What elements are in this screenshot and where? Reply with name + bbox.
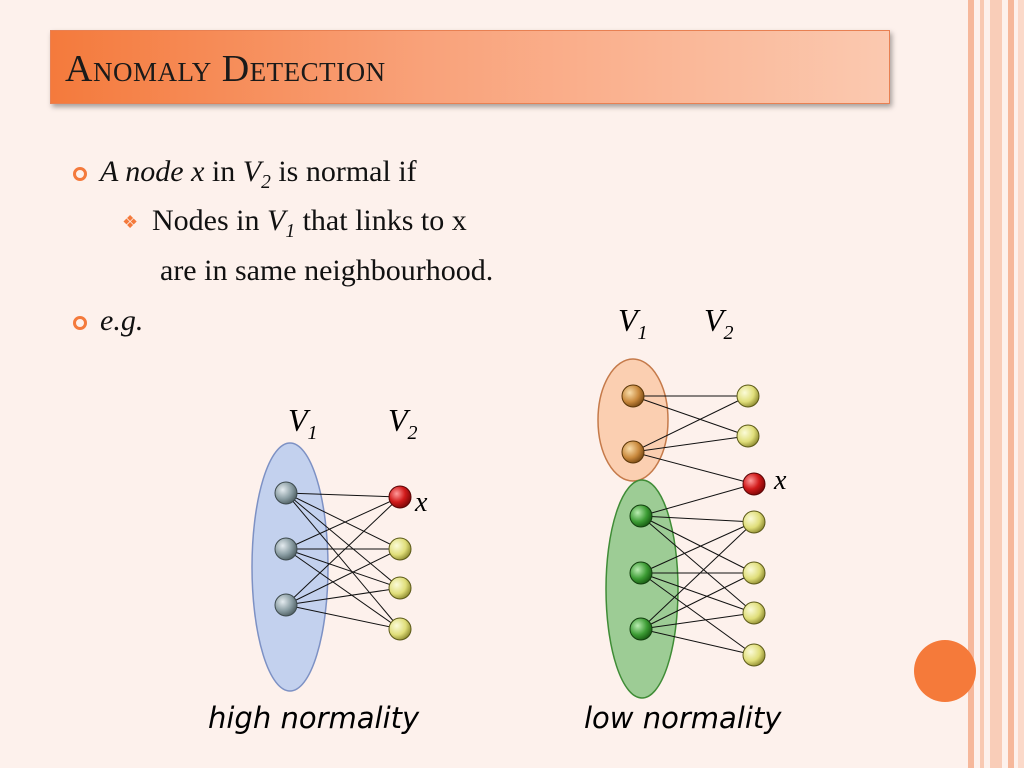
bullet-marker-circle (73, 316, 87, 330)
caption-low-normality: low normality (584, 701, 782, 735)
edges (632, 395, 755, 656)
right-decorative-stripes (968, 0, 1024, 768)
v2-node (388, 576, 412, 600)
v1-node (621, 440, 645, 464)
v2-node (388, 537, 412, 561)
bullet-text-part: are in same neighbourhood. (160, 254, 494, 287)
bullet-text-part: e.g. (100, 304, 144, 337)
bullet-line-3: are in same neighbourhood. (160, 254, 493, 288)
edges (285, 492, 401, 630)
v1-label: V1 (618, 302, 648, 344)
anomaly-node-x (742, 472, 766, 496)
bullet-text-part: V (242, 155, 262, 188)
v1-node (274, 481, 298, 505)
slide-title: Anomaly Detection (65, 48, 386, 90)
v1-node (274, 593, 298, 617)
v1-node (629, 617, 653, 641)
v1-node (629, 504, 653, 528)
v1-top-group-ellipse (597, 358, 669, 482)
v2-label: V2 (388, 402, 418, 444)
bullet-marker-circle (73, 167, 87, 181)
v1-bottom-group-ellipse (605, 479, 679, 699)
x-label: x (773, 465, 787, 496)
bullet-line-1: A node x in V2 is normal if (100, 155, 417, 194)
v2-node (388, 617, 412, 641)
bullet-line-2: Nodes in V1 that links to x (152, 204, 467, 243)
v2-label: V2 (704, 302, 734, 344)
decorative-orange-circle (914, 640, 976, 702)
bullet-text-part: A node x (100, 155, 205, 188)
bullet-text-part: V (267, 204, 286, 237)
bullet-line-4: e.g. (100, 304, 143, 338)
anomaly-node-x (388, 485, 412, 509)
bullet-text-part: that links to x (295, 204, 467, 237)
v2-node (742, 561, 766, 585)
sub-bullet-diamond-icon: ❖ (122, 212, 139, 232)
v1-node (274, 537, 298, 561)
v1-node (621, 384, 645, 408)
v2-node (742, 510, 766, 534)
v1-node (629, 561, 653, 585)
right-diagram: V1 V2 x low normality (584, 302, 787, 735)
v2-node (742, 601, 766, 625)
v1-label: V1 (288, 402, 318, 444)
v2-node (736, 384, 760, 408)
bullet-text-part: 1 (285, 221, 296, 242)
bullet-text-part: in (204, 155, 243, 188)
v2-node (742, 643, 766, 667)
v1-group-ellipse (251, 442, 329, 692)
x-label: x (414, 487, 428, 518)
bullet-text-part: is normal if (270, 155, 417, 188)
caption-high-normality: high normality (208, 701, 420, 735)
v2-node (736, 424, 760, 448)
left-diagram: V1 V2 x high normality (208, 402, 428, 735)
bullet-text-part: 2 (261, 172, 271, 193)
title-bar: Anomaly Detection (50, 30, 890, 104)
bullet-text-part: Nodes in (152, 204, 267, 237)
